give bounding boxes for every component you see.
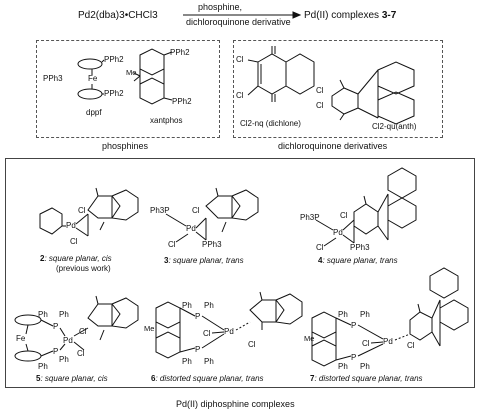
c7-ph-3: Ph (338, 362, 348, 371)
c3-cl-top: Cl (192, 206, 200, 215)
c2-cl-top: Cl (78, 206, 86, 215)
phosphines-caption: phosphines (102, 141, 149, 151)
c4-pph3: PPh3 (350, 243, 370, 252)
c5-desc: : square planar, cis (40, 374, 108, 383)
dppf-pph2-bottom: PPh2 (104, 89, 124, 98)
c5-ph-2: Ph (59, 310, 69, 319)
c4-num: 4 (318, 256, 323, 265)
c7-cl: Cl (362, 339, 370, 348)
c2-pd: Pd (66, 221, 76, 230)
quinones-box (233, 40, 443, 138)
c3-pd: Pd (186, 224, 196, 233)
c5-caption: 5: square planar, cis (36, 374, 108, 383)
nq-cl-bottom: Cl (236, 91, 244, 100)
c7-ph-4: Ph (360, 362, 370, 371)
complexes-caption: Pd(II) diphosphine complexes (176, 399, 295, 409)
c6-cl: Cl (203, 329, 211, 338)
c7-caption: 7: distorted square planar, trans (310, 374, 423, 383)
c7-desc: : distorted square planar, trans (314, 374, 423, 383)
c5-cl-top: Cl (79, 327, 87, 336)
c7-cl-q: Cl (407, 341, 415, 350)
c5-p-bottom: P (53, 347, 59, 356)
product-range: 3-7 (381, 10, 397, 21)
c5-p-top: P (53, 322, 59, 331)
c5-cl-bottom: Cl (77, 349, 85, 358)
c6-ph-3: Ph (182, 357, 192, 366)
xantphos-me: Me (126, 68, 137, 77)
c2-caption: 2: square planar, cis (40, 254, 112, 263)
c7-p-top: P (351, 321, 357, 330)
c3-ph3p: Ph3P (150, 206, 170, 215)
c6-caption: 6: distorted square planar, trans (151, 374, 264, 383)
c4-cl-bottom: Cl (316, 243, 324, 252)
c5-fe: Fe (16, 334, 26, 343)
qu-cl-bottom: Cl (316, 101, 324, 110)
c6-p-top: P (195, 312, 201, 321)
reactant-label: Pd2(dba)3•CHCl3 (78, 10, 158, 21)
product-text: Pd(II) complexes (304, 10, 380, 21)
c2-cl-bottom: Cl (70, 237, 78, 246)
quinones-caption: dichloroquinone derivatives (278, 141, 388, 151)
c6-me: Me (144, 324, 155, 333)
c6-cl-q: Cl (248, 340, 256, 349)
c3-cl-bottom: Cl (168, 240, 176, 249)
c7-ph-2: Ph (360, 310, 370, 319)
c4-cl-top: Cl (340, 211, 348, 220)
c3-pph3: PPh3 (202, 240, 222, 249)
c7-ph-1: Ph (338, 310, 348, 319)
c6-pd: Pd (224, 327, 234, 336)
c7-p-bottom: P (351, 353, 357, 362)
pph3-label: PPh3 (43, 74, 63, 83)
xantphos-label: xantphos (150, 116, 183, 125)
c4-ph3p: Ph3P (300, 213, 320, 222)
c6-ph-1: Ph (182, 301, 192, 310)
c2-note: (previous work) (56, 264, 111, 273)
c6-ph-4: Ph (204, 357, 214, 366)
xantphos-pph2-top: PPh2 (170, 48, 190, 57)
c7-pd: Pd (383, 337, 393, 346)
c5-num: 5 (36, 374, 41, 383)
c3-num: 3 (164, 256, 169, 265)
arrow-condition-bottom: dichloroquinone derivative (186, 17, 291, 27)
c2-desc: : square planar, cis (44, 254, 112, 263)
c4-pd: Pd (333, 228, 343, 237)
c5-ph-1: Ph (38, 310, 48, 319)
dppf-fe: Fe (88, 74, 98, 83)
c3-desc: : square planar, trans (168, 256, 244, 265)
c2-num: 2 (40, 254, 45, 263)
nq-cl-top: Cl (236, 55, 244, 64)
dppf-pph2-top: PPh2 (104, 55, 124, 64)
xantphos-pph2-bottom: PPh2 (172, 97, 192, 106)
qu-cl-top: Cl (316, 86, 324, 95)
c5-ph-3: Ph (59, 355, 69, 364)
c3-caption: 3: square planar, trans (164, 256, 244, 265)
c4-desc: : square planar, trans (322, 256, 398, 265)
dppf-label: dppf (86, 108, 102, 117)
c6-ph-2: Ph (204, 301, 214, 310)
c5-pd: Pd (63, 336, 73, 345)
c7-me: Me (304, 334, 315, 343)
c6-desc: : distorted square planar, trans (155, 374, 264, 383)
c6-p-bottom: P (195, 345, 201, 354)
complexes-box (5, 158, 475, 388)
product-label: Pd(II) complexes 3-7 (304, 10, 396, 21)
arrow-condition-top: phosphine, (198, 2, 243, 12)
c5-ph-4: Ph (38, 362, 48, 371)
c7-num: 7 (310, 374, 315, 383)
c4-caption: 4: square planar, trans (318, 256, 398, 265)
nq-label: Cl2-nq (dichlone) (240, 119, 301, 128)
phosphines-box (36, 40, 220, 138)
qu-label: Cl2-qu(anth) (372, 122, 417, 131)
c6-num: 6 (151, 374, 156, 383)
